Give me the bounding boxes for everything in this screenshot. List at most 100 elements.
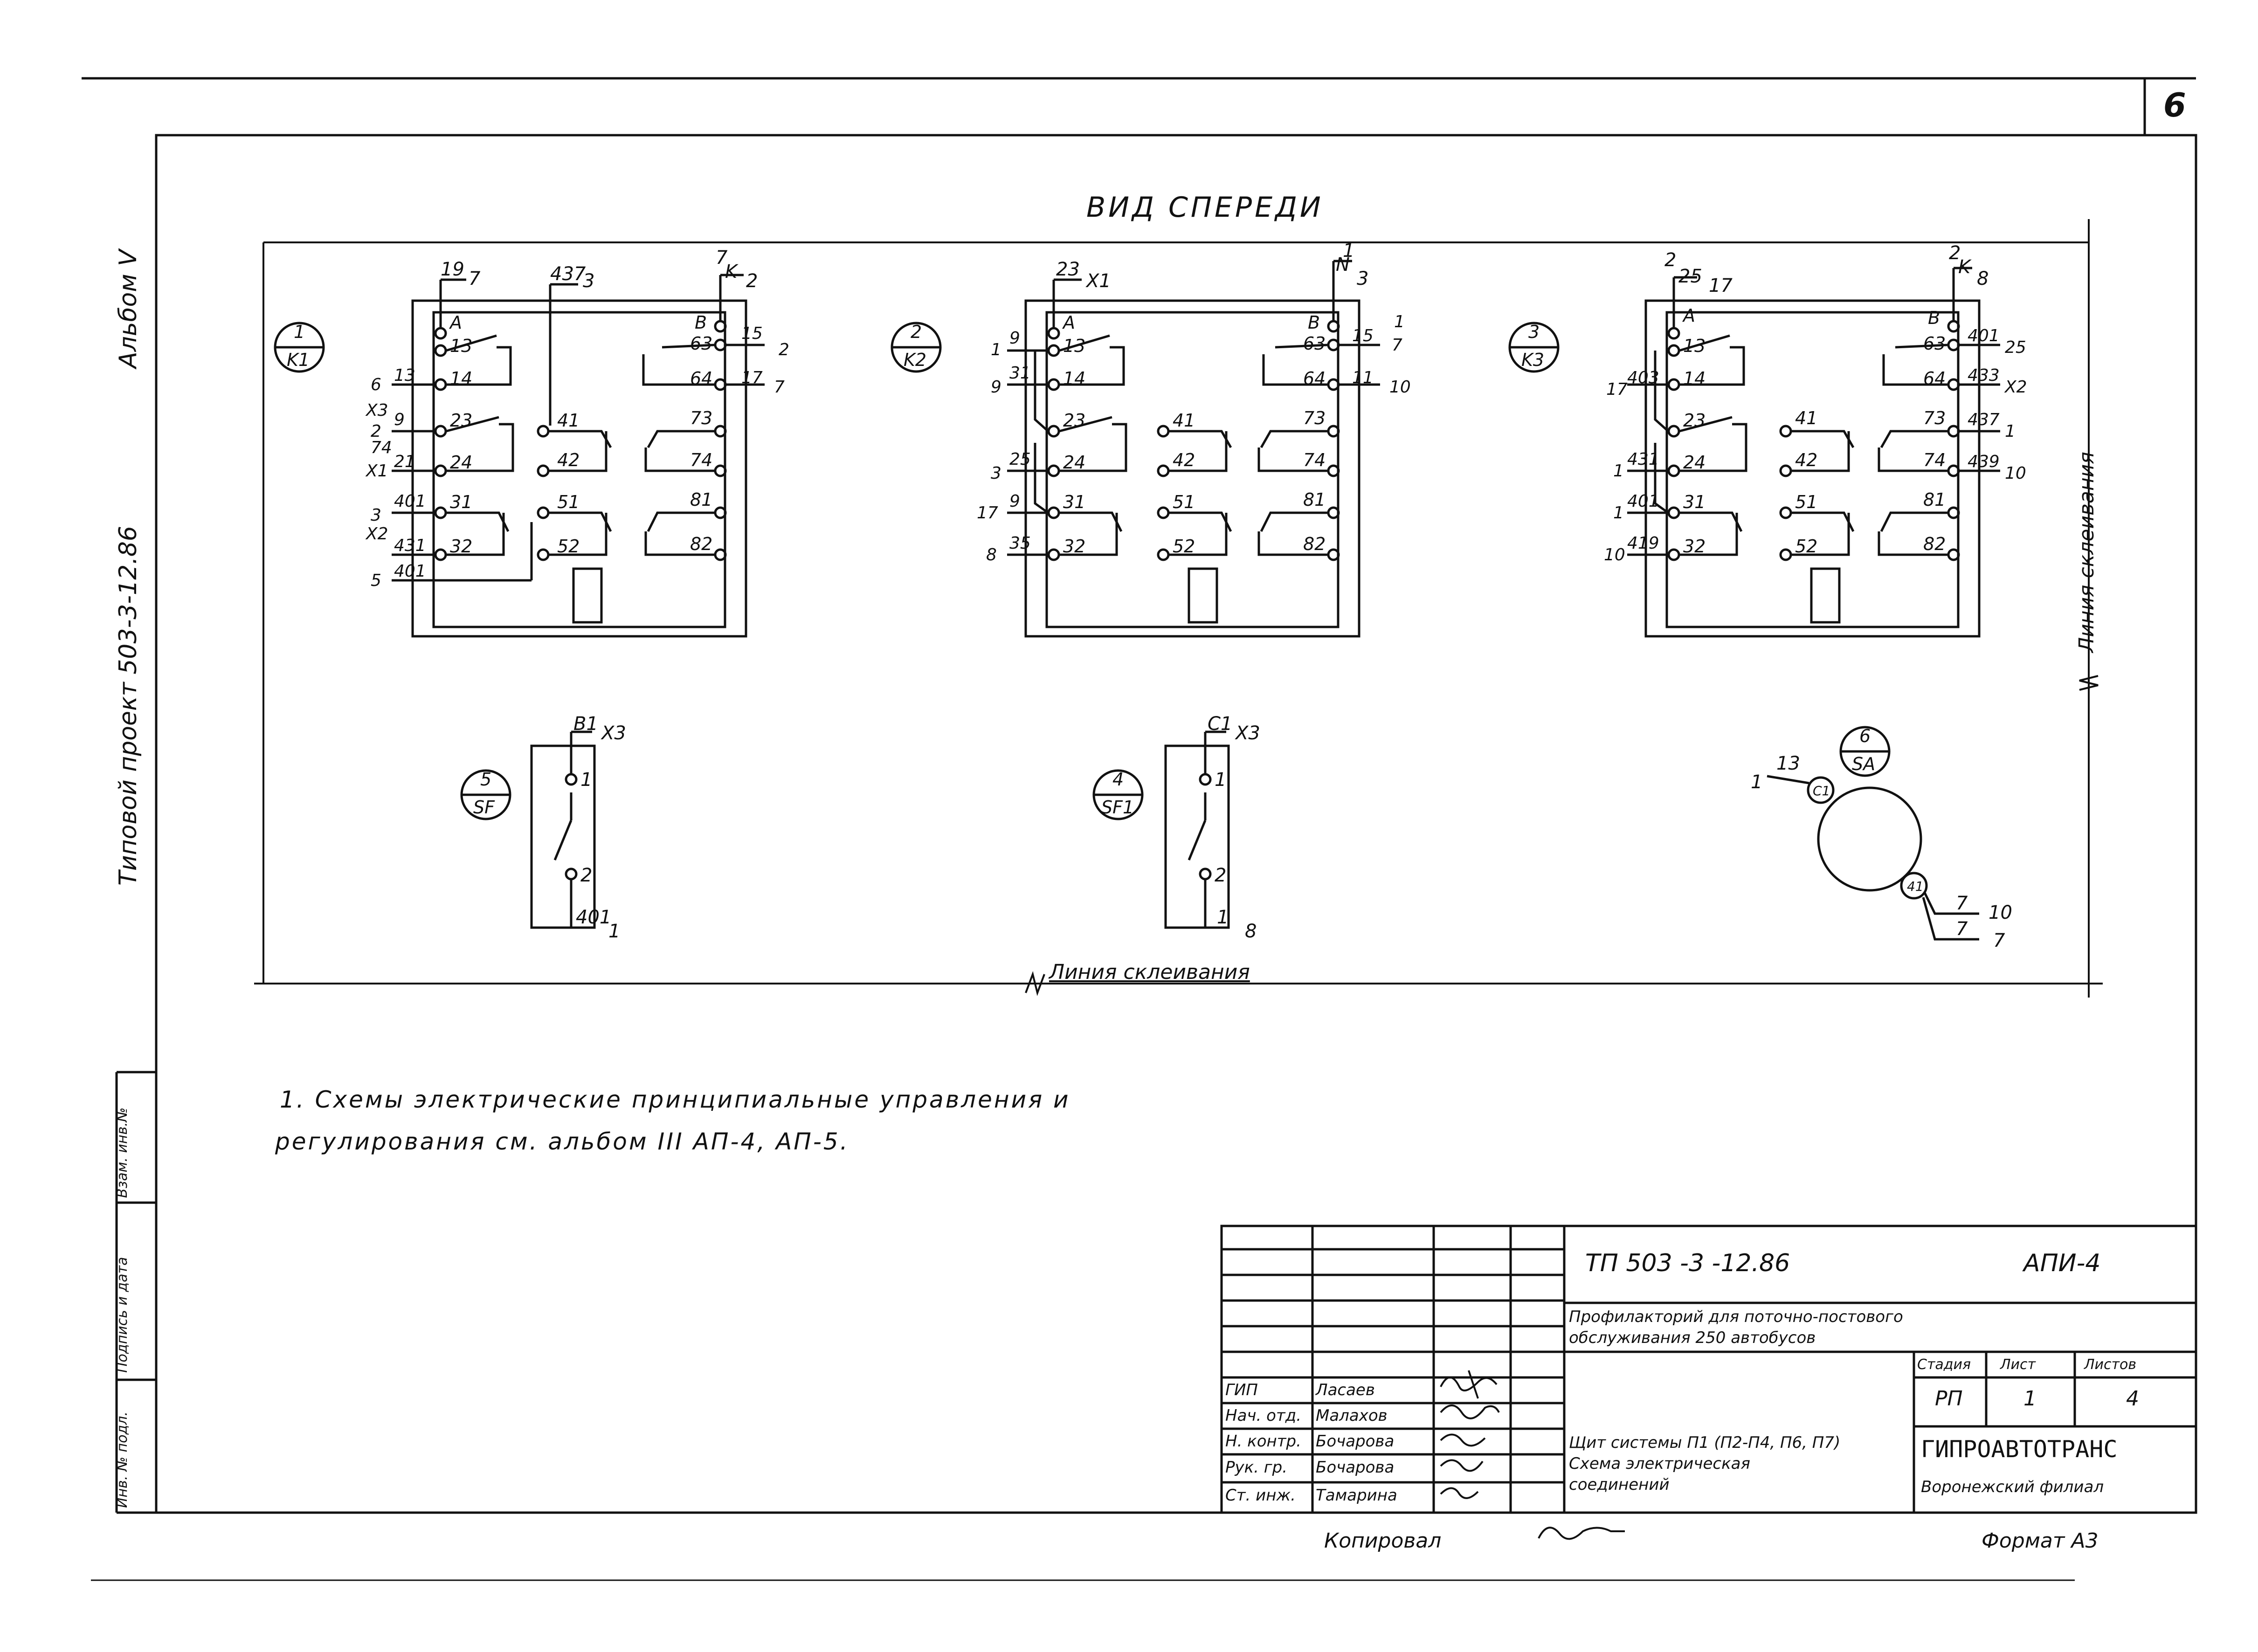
note-line-2: регулирования см. альбом III АП-4, АП-5. — [275, 1128, 849, 1155]
k1-right-17: 17 — [741, 368, 763, 387]
glue-line-right: Линия склеивания — [2075, 452, 2099, 653]
k2-top-X1: X1 — [1086, 270, 1111, 292]
sf1-bottom: 1 — [1217, 907, 1229, 928]
k1-wire-401: 401 — [394, 492, 426, 511]
side-project-label: Типовой проект 503-3-12.86 — [114, 526, 142, 886]
k1-wire-13n: 6 — [371, 375, 381, 394]
k1-right-15: 15 — [741, 324, 763, 343]
k1-callout-code: K1 — [287, 350, 310, 370]
sf1-term-2: 2 — [1215, 865, 1227, 886]
k2-contact-74: 74 — [1303, 450, 1326, 470]
sheet-number: 6 — [2163, 86, 2186, 124]
k1-contact-A: A — [450, 312, 462, 333]
k1-contact-41: 41 — [557, 410, 580, 431]
k3-contact-42: 42 — [1795, 450, 1818, 470]
k3-right-433n: X2 — [2005, 378, 2027, 397]
k2-right-1: 1 — [1394, 312, 1405, 331]
k3-contact-24: 24 — [1683, 452, 1706, 473]
tb-project-line-2: обслуживания 250 автобусов — [1569, 1328, 1816, 1347]
k1-wire-431: 431 — [394, 536, 426, 555]
k2-contact-51: 51 — [1173, 492, 1195, 512]
k3-wire-431n: 1 — [1613, 461, 1624, 481]
k3-top-K: K — [1958, 256, 1971, 278]
k1-wire-21n: X1 — [366, 461, 388, 481]
k2-callout-code: K2 — [904, 350, 927, 370]
sa-callout-num: 6 — [1859, 726, 1871, 746]
sf-callout-code: SF — [473, 797, 495, 818]
k3-contact-81: 81 — [1923, 489, 1946, 510]
k2-top-N: N — [1336, 254, 1350, 275]
sa-c1: C1 — [1813, 783, 1830, 798]
k3-contact-31: 31 — [1683, 492, 1706, 512]
tb-name-2: Бочарова — [1316, 1432, 1395, 1451]
tb-role-2: Н. контр. — [1225, 1432, 1301, 1451]
k3-wire-401: 401 — [1627, 492, 1659, 511]
k1-contact-82: 82 — [690, 534, 713, 554]
tb-sheet-code: АПИ-4 — [2023, 1249, 2101, 1277]
k2-right-11n: 10 — [1389, 378, 1411, 397]
k3-contact-82: 82 — [1923, 534, 1946, 554]
sf1-callout-code: SF1 — [1101, 797, 1134, 818]
k2-contact-31: 31 — [1063, 492, 1086, 512]
k3-contact-32: 32 — [1683, 536, 1706, 557]
sa-c41: 41 — [1907, 879, 1924, 894]
k1-top-437: 437 — [550, 263, 586, 285]
k1-contact-64: 64 — [690, 368, 713, 389]
k3-wire-419n: 10 — [1604, 545, 1625, 564]
tb-sheet-header: Лист — [2000, 1356, 2036, 1373]
k3-contact-52: 52 — [1795, 536, 1818, 557]
sf-bottom: 401 — [576, 907, 612, 928]
sf-top: B1 — [573, 713, 598, 735]
k1-contact-24: 24 — [450, 452, 473, 473]
tb-sheets: 4 — [2126, 1387, 2139, 1411]
glue-line-right-text: Линия склеивания — [2075, 452, 2099, 653]
sf1-top-x: X3 — [1236, 723, 1260, 744]
k3-contact-63: 63 — [1923, 333, 1946, 354]
sf1-top: C1 — [1208, 713, 1233, 735]
k2-top-23: 23 — [1056, 259, 1080, 280]
sf-bottom-n: 1 — [608, 921, 621, 942]
k3-top-8: 8 — [1977, 268, 1989, 289]
sf-callout-num: 5 — [480, 769, 492, 790]
strip-cell-2: Подпись и дата — [114, 1257, 131, 1373]
tb-role-4: Ст. инж. — [1225, 1486, 1296, 1505]
sf-top-x: X3 — [601, 723, 626, 744]
side-project-text: Типовой проект 503-3-12.86 — [114, 526, 142, 886]
sf1-bottom-n: 8 — [1245, 921, 1257, 942]
k1-contact-B: B — [695, 312, 707, 333]
k2-top-1: 1 — [1343, 240, 1355, 262]
k1-top-19: 19 — [441, 259, 464, 280]
k2-wire-9bn: 17 — [977, 503, 998, 523]
k3-right-401n: 25 — [2005, 338, 2026, 357]
k1-contact-73: 73 — [690, 408, 713, 428]
k1-wire-9: 9 — [394, 410, 405, 429]
k1-right-15n: 2 — [779, 340, 789, 359]
k3-top-25: 25 — [1678, 266, 1702, 287]
k3-contact-23: 23 — [1683, 410, 1706, 431]
view-title: ВИД СПЕРЕДИ — [1086, 191, 1324, 224]
k1-wire-9n: X3 — [366, 401, 388, 420]
k3-right-439: 439 — [1968, 452, 2000, 471]
k2-top-3: 3 — [1357, 268, 1369, 289]
k1-top-K: K — [725, 261, 738, 282]
k3-contact-A: A — [1683, 305, 1695, 326]
strip-cell-3-text: Инв. № подл. — [114, 1411, 131, 1508]
k3-right-437: 437 — [1968, 410, 2000, 429]
k2-callout-num: 2 — [911, 322, 922, 342]
k3-contact-64: 64 — [1923, 368, 1946, 389]
k3-contact-13: 13 — [1683, 336, 1706, 356]
k1-contact-13: 13 — [450, 336, 473, 356]
strip-cell-2-text: Подпись и дата — [114, 1257, 131, 1373]
k1-wire-13: 13 — [394, 366, 415, 385]
k2-contact-41: 41 — [1173, 410, 1195, 431]
k1-contact-31: 31 — [450, 492, 473, 512]
k1-contact-63: 63 — [690, 333, 713, 354]
tb-role-0: ГИП — [1225, 1381, 1258, 1399]
side-album-label: Альбом V — [114, 249, 142, 368]
k2-wire-31: 31 — [1009, 364, 1031, 383]
k1-wire-401n: 3 — [371, 506, 381, 525]
sa-out-1: 7 — [1956, 893, 1968, 914]
k2-contact-14: 14 — [1063, 368, 1086, 389]
k1-contact-52: 52 — [557, 536, 580, 557]
